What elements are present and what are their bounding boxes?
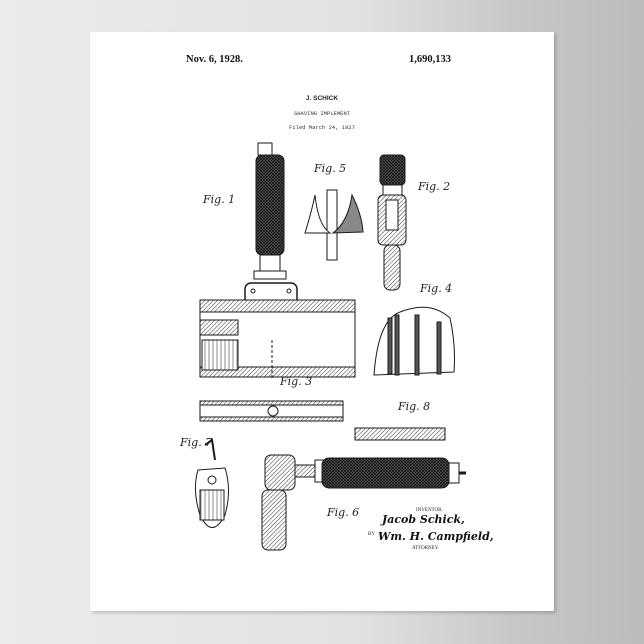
- fig-5-drawing: [304, 189, 364, 261]
- attorney-label: ATTORNEY.: [412, 546, 439, 551]
- fig-7-label: Fig. 7: [180, 436, 213, 449]
- fig-2-label: Fig. 2: [418, 180, 451, 193]
- inventor-name: J. SCHICK: [305, 95, 339, 102]
- filed-date: Filed March 24, 1927: [288, 124, 355, 131]
- fig-4-label: Fig. 4: [420, 282, 453, 295]
- patent-number: 1,690,133: [409, 54, 451, 65]
- fig-3-label: Fig. 3: [280, 375, 313, 388]
- attorney-signature: Wm. H. Campfield,: [378, 530, 494, 543]
- fig-5-label: Fig. 5: [314, 162, 347, 175]
- fig-6-label: Fig. 6: [327, 506, 360, 519]
- fig-7-drawing: [194, 438, 229, 528]
- fig-2-drawing: [377, 154, 407, 291]
- fig-4-drawing: [354, 306, 455, 441]
- inventor-label: INVENTOR.: [416, 508, 443, 513]
- patent-title: SHAVING IMPLEMENT: [293, 110, 351, 117]
- fig-8-label: Fig. 8: [398, 400, 431, 413]
- fig-1-label: Fig. 1: [203, 193, 236, 206]
- by-label: BY: [368, 532, 375, 537]
- fig-1-drawing: [199, 142, 356, 422]
- inventor-signature: Jacob Schick,: [382, 513, 465, 526]
- fig-6-drawing: [261, 454, 466, 551]
- patent-date: Nov. 6, 1928.: [186, 54, 243, 65]
